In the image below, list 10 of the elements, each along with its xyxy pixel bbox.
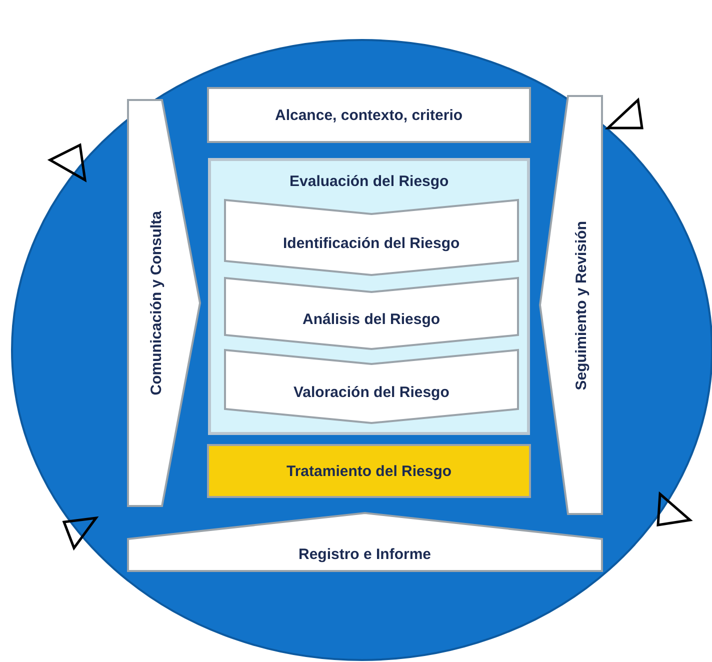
node-label: Registro e Informe [298, 546, 432, 562]
group-title: Evaluación del Riesgo [290, 173, 449, 190]
node-label: Comunicación y Consulta [148, 211, 164, 396]
node-label: Valoración del Riesgo [294, 384, 450, 401]
node-label: Identificación del Riesgo [283, 235, 460, 252]
node-label: Tratamiento del Riesgo [286, 462, 452, 480]
node-label: Análisis del Riesgo [302, 311, 440, 328]
group-panel [208, 158, 530, 435]
node-label: Alcance, contexto, criterio [275, 106, 463, 124]
node-label: Seguimiento y Revisión [572, 220, 590, 390]
